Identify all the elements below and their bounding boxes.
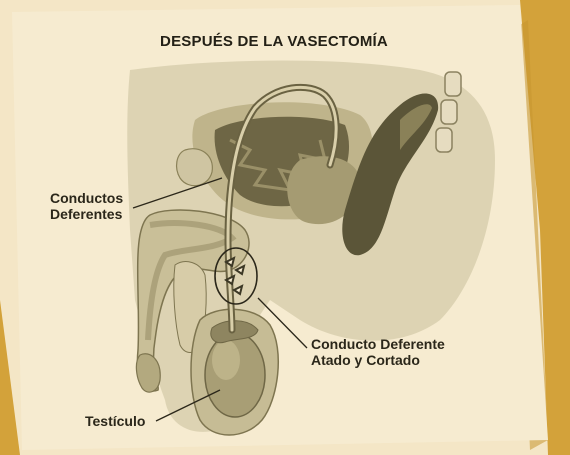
label-vas-deferens-line1: Conductos — [50, 190, 123, 206]
label-testicle: Testículo — [85, 413, 145, 429]
label-tied-cut-line1: Conducto Deferente — [311, 336, 445, 352]
testicle-highlight — [212, 340, 240, 380]
label-tied-cut: Conducto Deferente Atado y Cortado — [311, 336, 445, 368]
label-tied-cut-line2: Atado y Cortado — [311, 352, 445, 368]
label-vas-deferens-line2: Deferentes — [50, 206, 123, 222]
diagram-title: DESPUÉS DE LA VASECTOMÍA — [0, 33, 548, 50]
label-vas-deferens: Conductos Deferentes — [50, 190, 123, 222]
pubic-bone — [177, 149, 213, 186]
gold-corner-left — [0, 300, 20, 455]
